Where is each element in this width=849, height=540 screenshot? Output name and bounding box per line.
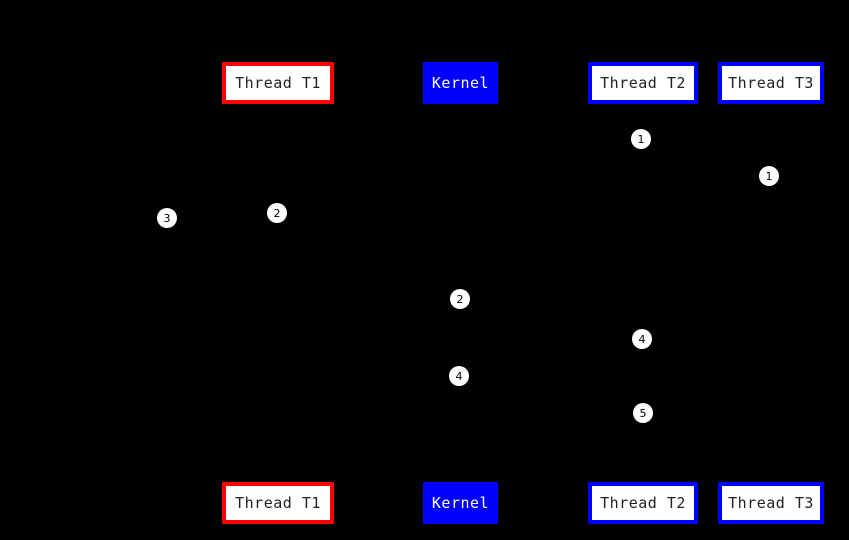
participant-t3-top: Thread T3 [718, 62, 824, 104]
step-marker: 5 [633, 403, 653, 423]
step-marker: 1 [759, 166, 779, 186]
step-marker: 3 [157, 208, 177, 228]
participant-label: Thread T3 [728, 493, 814, 512]
participant-label: Thread T3 [728, 73, 814, 92]
participant-label: Kernel [431, 493, 490, 512]
participant-label: Kernel [431, 73, 490, 92]
step-marker: 2 [267, 203, 287, 223]
participant-label: Thread T2 [600, 493, 686, 512]
participant-t1-bottom: Thread T1 [222, 482, 334, 524]
participant-kernel-bottom: Kernel [423, 482, 498, 524]
lifeline [278, 104, 279, 482]
step-marker: 1 [631, 129, 651, 149]
participant-kernel-top: Kernel [423, 62, 498, 104]
lifeline [643, 104, 644, 482]
step-marker: 4 [632, 329, 652, 349]
participant-label: Thread T2 [600, 73, 686, 92]
participant-t2-top: Thread T2 [588, 62, 698, 104]
participant-label: Thread T1 [235, 73, 321, 92]
participant-label: Thread T1 [235, 493, 321, 512]
participant-t3-bottom: Thread T3 [718, 482, 824, 524]
participant-t2-bottom: Thread T2 [588, 482, 698, 524]
step-marker: 4 [449, 366, 469, 386]
step-marker: 2 [450, 289, 470, 309]
participant-t1-top: Thread T1 [222, 62, 334, 104]
lifeline [770, 104, 771, 482]
